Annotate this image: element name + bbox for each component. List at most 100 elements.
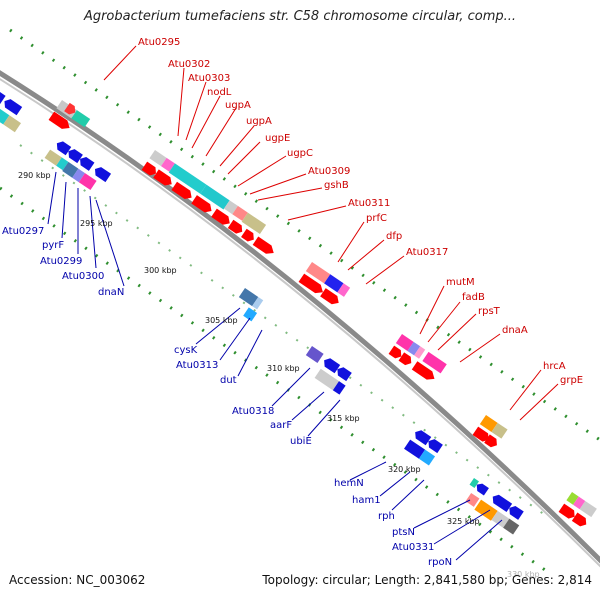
feature-arrow xyxy=(191,195,212,213)
gene-label-rev: pyrF xyxy=(42,240,64,251)
tick-label: 305 kbp xyxy=(205,316,238,325)
tick-label: 325 kbp xyxy=(447,517,480,526)
feature-block xyxy=(238,288,259,307)
feature-block xyxy=(465,492,480,507)
forward-leader-lines xyxy=(103,45,559,421)
feature-block xyxy=(200,184,230,210)
feature-block xyxy=(404,439,426,459)
tick-labels: 290 kbp 295 kbp 300 kbp 305 kbp 310 kbp … xyxy=(18,171,540,579)
chromosome-backbone-shadow xyxy=(0,77,600,568)
gene-label-fwd: mutM xyxy=(446,277,475,288)
feature-arrow xyxy=(337,367,352,382)
gene-label-fwd: fadB xyxy=(462,292,485,303)
gene-label-rev: hemN xyxy=(334,478,364,489)
gene-label-rev: ptsN xyxy=(392,527,415,538)
gene-label-fwd: Atu0302 xyxy=(168,59,210,70)
gene-label-fwd: dfp xyxy=(386,231,402,242)
feature-arrow xyxy=(324,358,341,374)
reverse-leader-lines xyxy=(47,171,503,561)
feature-block xyxy=(337,283,351,297)
feature-arrow xyxy=(571,512,587,527)
tick-label: 320 kbp xyxy=(388,465,421,474)
gene-label-fwd: Atu0295 xyxy=(138,37,180,48)
gene-label-fwd: Atu0303 xyxy=(188,73,230,84)
feature-block xyxy=(72,168,85,183)
forward-gene-labels: Atu0295 Atu0302 Atu0303 nodL ugpA ugpA u… xyxy=(138,37,583,386)
feature-block xyxy=(407,341,421,356)
feature-block xyxy=(414,346,426,359)
feature-arrow xyxy=(68,149,83,164)
feature-block xyxy=(0,105,10,125)
gene-label-fwd: Atu0317 xyxy=(406,247,448,258)
gene-label-fwd: hrcA xyxy=(543,361,566,372)
feature-block xyxy=(566,492,579,505)
inner-track-dots-2 xyxy=(19,144,546,516)
feature-block xyxy=(224,200,238,215)
feature-arrow xyxy=(94,167,112,183)
inner-track-dots xyxy=(0,186,546,572)
gene-label-fwd: Atu0309 xyxy=(308,166,350,177)
gene-label-fwd: rpsT xyxy=(478,306,501,317)
feature-arrow xyxy=(80,157,95,171)
feature-block xyxy=(314,368,339,391)
feature-arrow xyxy=(48,111,70,129)
feature-arrow xyxy=(484,434,497,448)
gene-label-rev: dut xyxy=(220,375,237,386)
gene-label-rev: cysK xyxy=(174,345,198,356)
feature-block xyxy=(332,381,346,395)
feature-block xyxy=(241,212,267,235)
gene-label-fwd: ugpE xyxy=(265,133,290,144)
feature-block xyxy=(491,422,508,439)
feature-arrow xyxy=(388,345,402,359)
gene-label-fwd: nodL xyxy=(207,87,232,98)
chromosome-backbone xyxy=(0,70,600,564)
feature-arrow xyxy=(64,102,76,115)
feature-arrow xyxy=(0,90,6,105)
feature-arrow xyxy=(415,430,432,446)
gene-label-rev: rph xyxy=(378,511,395,522)
feature-arrow xyxy=(298,273,323,294)
feature-block xyxy=(232,205,248,221)
gene-label-fwd: ugpA xyxy=(225,100,251,111)
reverse-gene-labels: Atu0297 pyrF Atu0299 Atu0300 dnaN cysK A… xyxy=(2,226,452,568)
feature-block xyxy=(579,500,597,518)
feature-arrow xyxy=(472,426,489,442)
feature-block xyxy=(491,510,510,528)
gene-label-fwd: dnaA xyxy=(502,325,528,336)
gene-label-fwd: prfC xyxy=(366,213,387,224)
gene-label-fwd: ugpA xyxy=(246,116,272,127)
feature-arrow xyxy=(211,208,230,225)
feature-block xyxy=(305,346,324,363)
feature-arrow xyxy=(492,494,513,513)
accession-label: Accession: NC_003062 xyxy=(9,573,146,587)
feature-block xyxy=(243,307,258,322)
gene-label-rev: ham1 xyxy=(352,495,381,506)
feature-block xyxy=(503,518,520,535)
feature-arrow xyxy=(4,99,23,116)
feature-block xyxy=(252,296,264,310)
feature-arrow xyxy=(476,483,489,496)
tick-label: 315 kbp xyxy=(327,414,360,423)
feature-block xyxy=(479,415,498,432)
feature-arrow xyxy=(411,361,435,380)
gene-label-rev: rpoN xyxy=(428,557,452,568)
feature-arrow xyxy=(252,236,274,254)
feature-block xyxy=(395,334,414,351)
feature-block xyxy=(62,161,79,178)
feature-block xyxy=(305,262,331,284)
tick-label: 300 kbp xyxy=(144,266,177,275)
gene-label-rev: Atu0318 xyxy=(232,406,274,417)
feature-block xyxy=(469,478,479,488)
feature-arrow xyxy=(241,228,254,242)
feature-block xyxy=(418,449,436,466)
gene-label-rev: ubiE xyxy=(290,436,312,447)
feature-arrow xyxy=(558,503,575,519)
tick-label: 310 kbp xyxy=(267,364,300,373)
tick-label: 295 kbp xyxy=(80,219,113,228)
map-title: Agrobacterium tumefaciens str. C58 chrom… xyxy=(83,9,517,24)
feature-block xyxy=(56,157,69,171)
topology-summary: Topology: circular; Length: 2,841,580 bp… xyxy=(262,573,592,587)
feature-arrow xyxy=(320,288,339,305)
feature-block xyxy=(422,351,447,374)
gene-label-fwd: ugpC xyxy=(287,148,313,159)
